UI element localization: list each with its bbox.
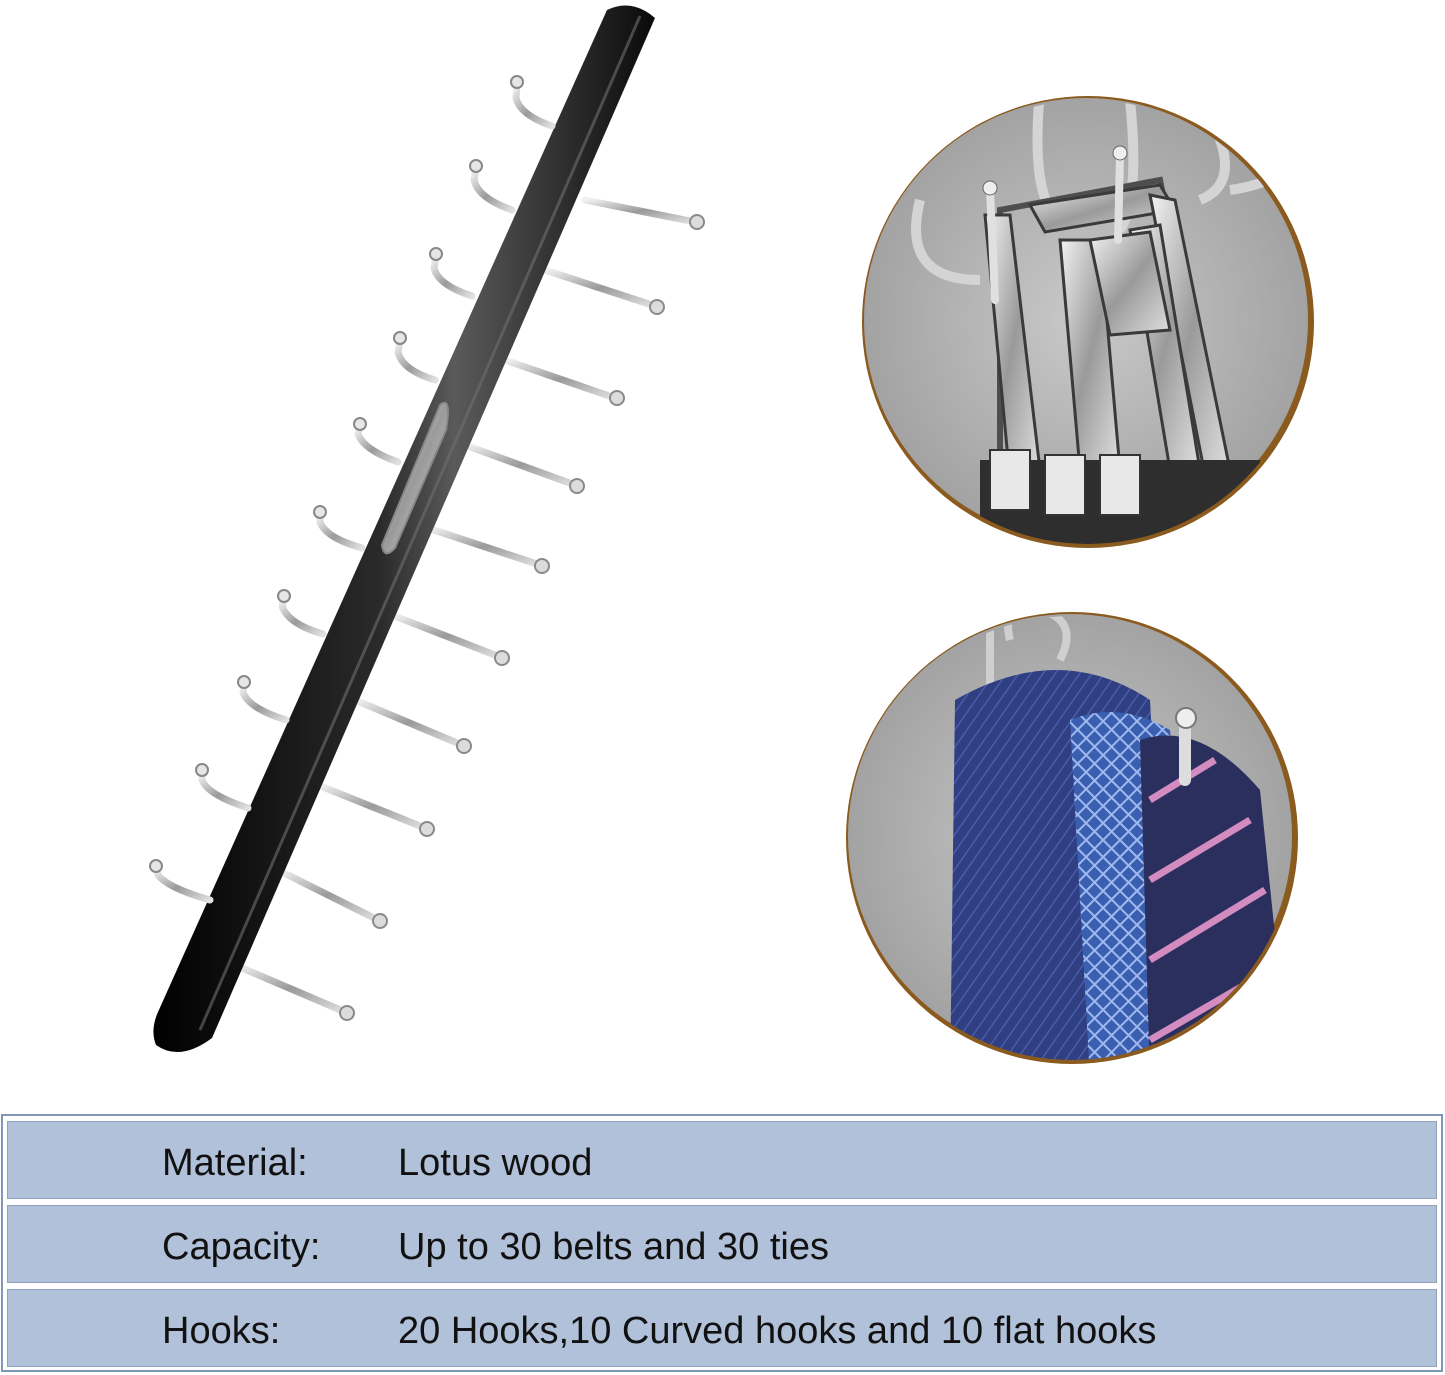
- curved-hooks: [152, 80, 556, 904]
- rack-bar: [153, 5, 655, 1053]
- belt-inset: [862, 96, 1314, 548]
- product-illustration: [149, 5, 1314, 1064]
- spec-label: Capacity:: [162, 1226, 321, 1268]
- spec-label: Material:: [162, 1142, 308, 1184]
- spec-row-capacity: Capacity: Up to 30 belts and 30 ties: [7, 1205, 1437, 1283]
- tie-inset: [846, 612, 1298, 1064]
- spec-row-hooks: Hooks: 20 Hooks,10 Curved hooks and 10 f…: [7, 1289, 1437, 1367]
- spec-value: Up to 30 belts and 30 ties: [398, 1226, 829, 1268]
- spec-row-material: Material: Lotus wood: [7, 1121, 1437, 1199]
- flat-hooks: [231, 196, 699, 1016]
- spec-value: 20 Hooks,10 Curved hooks and 10 flat hoo…: [398, 1310, 1157, 1352]
- spec-label: Hooks:: [162, 1310, 281, 1352]
- spec-value: Lotus wood: [398, 1142, 593, 1184]
- specs-table: Material: Lotus wood Capacity: Up to 30 …: [1, 1114, 1443, 1372]
